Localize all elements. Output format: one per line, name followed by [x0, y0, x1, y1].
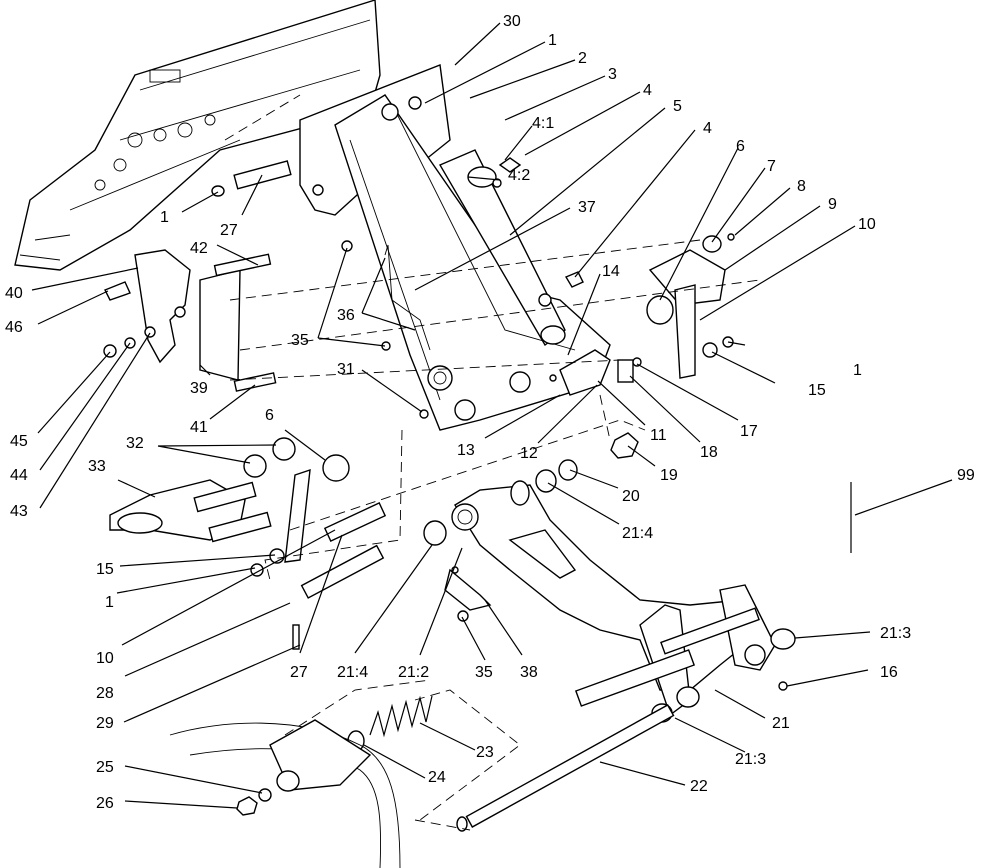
callout-4-1: 4:1 [532, 115, 554, 132]
lower-pins [109, 432, 639, 650]
callout-4-2: 4:2 [508, 167, 530, 184]
callout-14: 14 [602, 263, 620, 280]
callout-1: 1 [548, 32, 557, 49]
callout-13: 13 [457, 442, 475, 459]
callout-10b: 10 [96, 650, 114, 667]
callout-41: 41 [190, 419, 208, 436]
callout-5: 5 [673, 98, 682, 115]
callout-42: 42 [190, 240, 208, 257]
callout-11: 11 [650, 427, 667, 444]
callout-20: 20 [622, 488, 640, 505]
callout-21-3b: 21:3 [735, 751, 766, 768]
callout-35: 35 [291, 332, 309, 349]
callout-22: 22 [690, 778, 708, 795]
left-hardware [103, 160, 431, 419]
callout-45: 45 [10, 433, 28, 450]
callout-25: 25 [96, 759, 114, 776]
callout-4b: 4 [703, 120, 712, 137]
callout-37: 37 [578, 199, 596, 216]
alignment-lines [229, 239, 761, 831]
callout-2: 2 [578, 50, 587, 67]
callout-30: 30 [503, 13, 521, 30]
callout-15: 15 [808, 382, 826, 399]
leader-lines [31, 22, 953, 809]
rod [456, 704, 675, 832]
callout-26: 26 [96, 795, 114, 812]
callout-21: 21 [772, 715, 790, 732]
callout-1c: 1 [853, 362, 862, 379]
callout-29: 29 [96, 715, 114, 732]
hydraulic-cylinder [438, 149, 584, 347]
callout-8: 8 [797, 178, 806, 195]
callout-40: 40 [5, 285, 23, 302]
callout-99: 99 [957, 467, 975, 484]
callout-32: 32 [126, 435, 144, 452]
spring [347, 695, 433, 752]
chassis-frame [14, 0, 381, 271]
callout-44: 44 [10, 467, 28, 484]
callout-15b: 15 [96, 561, 114, 578]
callout-4: 4 [643, 82, 652, 99]
callout-36: 36 [337, 307, 355, 324]
right-link [646, 233, 735, 379]
callout-24: 24 [428, 769, 446, 786]
bottom-frame [169, 719, 401, 868]
callout-46: 46 [5, 319, 23, 336]
callout-9: 9 [828, 196, 837, 213]
callout-6b: 6 [265, 407, 274, 424]
switch-assembly [549, 349, 642, 396]
callout-33: 33 [88, 458, 106, 475]
callout-7: 7 [767, 158, 776, 175]
callout-21-3: 21:3 [880, 625, 911, 642]
callout-39: 39 [190, 380, 208, 397]
callout-28: 28 [96, 685, 114, 702]
callout-27: 27 [220, 222, 238, 239]
callout-31: 31 [337, 361, 355, 378]
callout-21-4: 21:4 [622, 525, 653, 542]
callout-12: 12 [520, 445, 538, 462]
callout-19: 19 [660, 467, 678, 484]
callout-10: 10 [858, 216, 876, 233]
callout-1d: 1 [105, 594, 114, 611]
callout-21-4b: 21:4 [337, 664, 368, 681]
callout-1b: 1 [160, 209, 169, 226]
callout-17: 17 [740, 423, 758, 440]
callout-43: 43 [10, 503, 28, 520]
callout-35b: 35 [475, 664, 493, 681]
callout-38: 38 [520, 664, 538, 681]
callout-21-2: 21:2 [398, 664, 429, 681]
callout-18: 18 [700, 444, 718, 461]
lower-arm [423, 480, 796, 723]
callout-16: 16 [880, 664, 898, 681]
callout-27b: 27 [290, 664, 308, 681]
callout-3: 3 [608, 66, 617, 83]
callout-23: 23 [476, 744, 494, 761]
callout-6: 6 [736, 138, 745, 155]
callout-labels: 30 1 2 3 4 4:1 5 4:2 4 37 6 7 8 9 10 14 … [5, 13, 975, 812]
